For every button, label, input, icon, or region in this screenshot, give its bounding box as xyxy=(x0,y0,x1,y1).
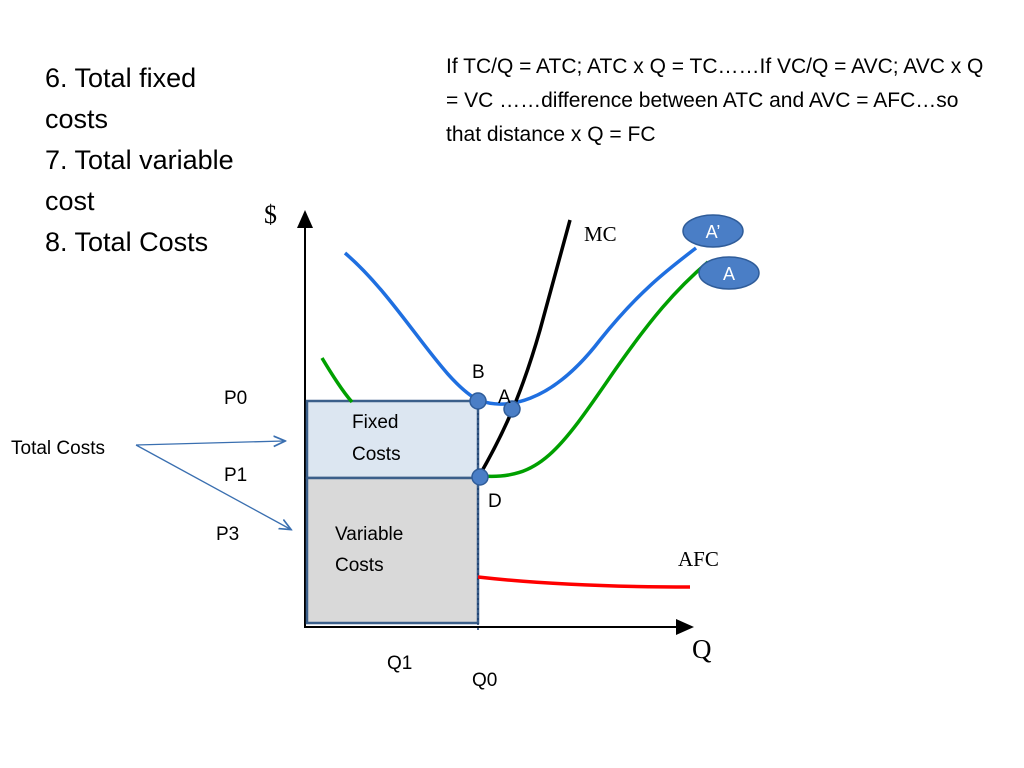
afc-curve xyxy=(477,575,691,589)
total-costs-label: Total Costs xyxy=(11,438,105,459)
point-b-marker xyxy=(469,392,487,410)
y-axis-label: $ xyxy=(264,200,277,229)
quantity-label-q0: Q0 xyxy=(472,670,497,691)
cost-list-item-variable: 7. Total variable cost xyxy=(45,145,234,216)
cost-list-item-total: 8. Total Costs xyxy=(45,227,209,257)
price-label-p1: P1 xyxy=(224,465,247,486)
formula-note: If TC/Q = ATC; ATC x Q = TC……If VC/Q = A… xyxy=(446,55,984,146)
point-a-label: A xyxy=(498,387,511,408)
point-b-label: B xyxy=(472,362,485,383)
quantity-label-q1: Q1 xyxy=(387,653,412,674)
atc-curve xyxy=(343,246,698,406)
cost-list-item-fixed: 6. Total fixed costs xyxy=(45,63,197,134)
badge-a-prime-label: A’ xyxy=(706,222,721,242)
avc-curve xyxy=(481,260,710,479)
price-label-p3: P3 xyxy=(216,524,239,545)
badge-a-label: A xyxy=(723,264,735,284)
price-label-p0: P0 xyxy=(224,388,247,409)
afc-label: AFC xyxy=(678,547,719,571)
cost-list: 6. Total fixed costs 7. Total variable c… xyxy=(45,58,245,263)
variable-costs-label-line2: Costs xyxy=(335,555,384,576)
point-a-marker xyxy=(503,400,521,418)
afc-curve-upper-segment xyxy=(320,357,354,404)
fixed-costs-label-line1: Fixed xyxy=(352,412,398,433)
mc-curve xyxy=(476,219,572,479)
x-axis-label: Q xyxy=(692,634,712,664)
point-d-label: D xyxy=(488,491,502,512)
variable-costs-box xyxy=(305,476,480,625)
badge-a xyxy=(698,256,760,290)
point-d-marker xyxy=(471,468,489,486)
mc-label: MC xyxy=(584,222,617,246)
fixed-costs-label-line2: Costs xyxy=(352,444,401,465)
total-costs-arrow-upper xyxy=(135,441,284,445)
variable-costs-label-line1: Variable xyxy=(335,524,403,545)
badge-a-prime xyxy=(682,214,744,248)
total-costs-arrow-lower xyxy=(135,444,290,529)
